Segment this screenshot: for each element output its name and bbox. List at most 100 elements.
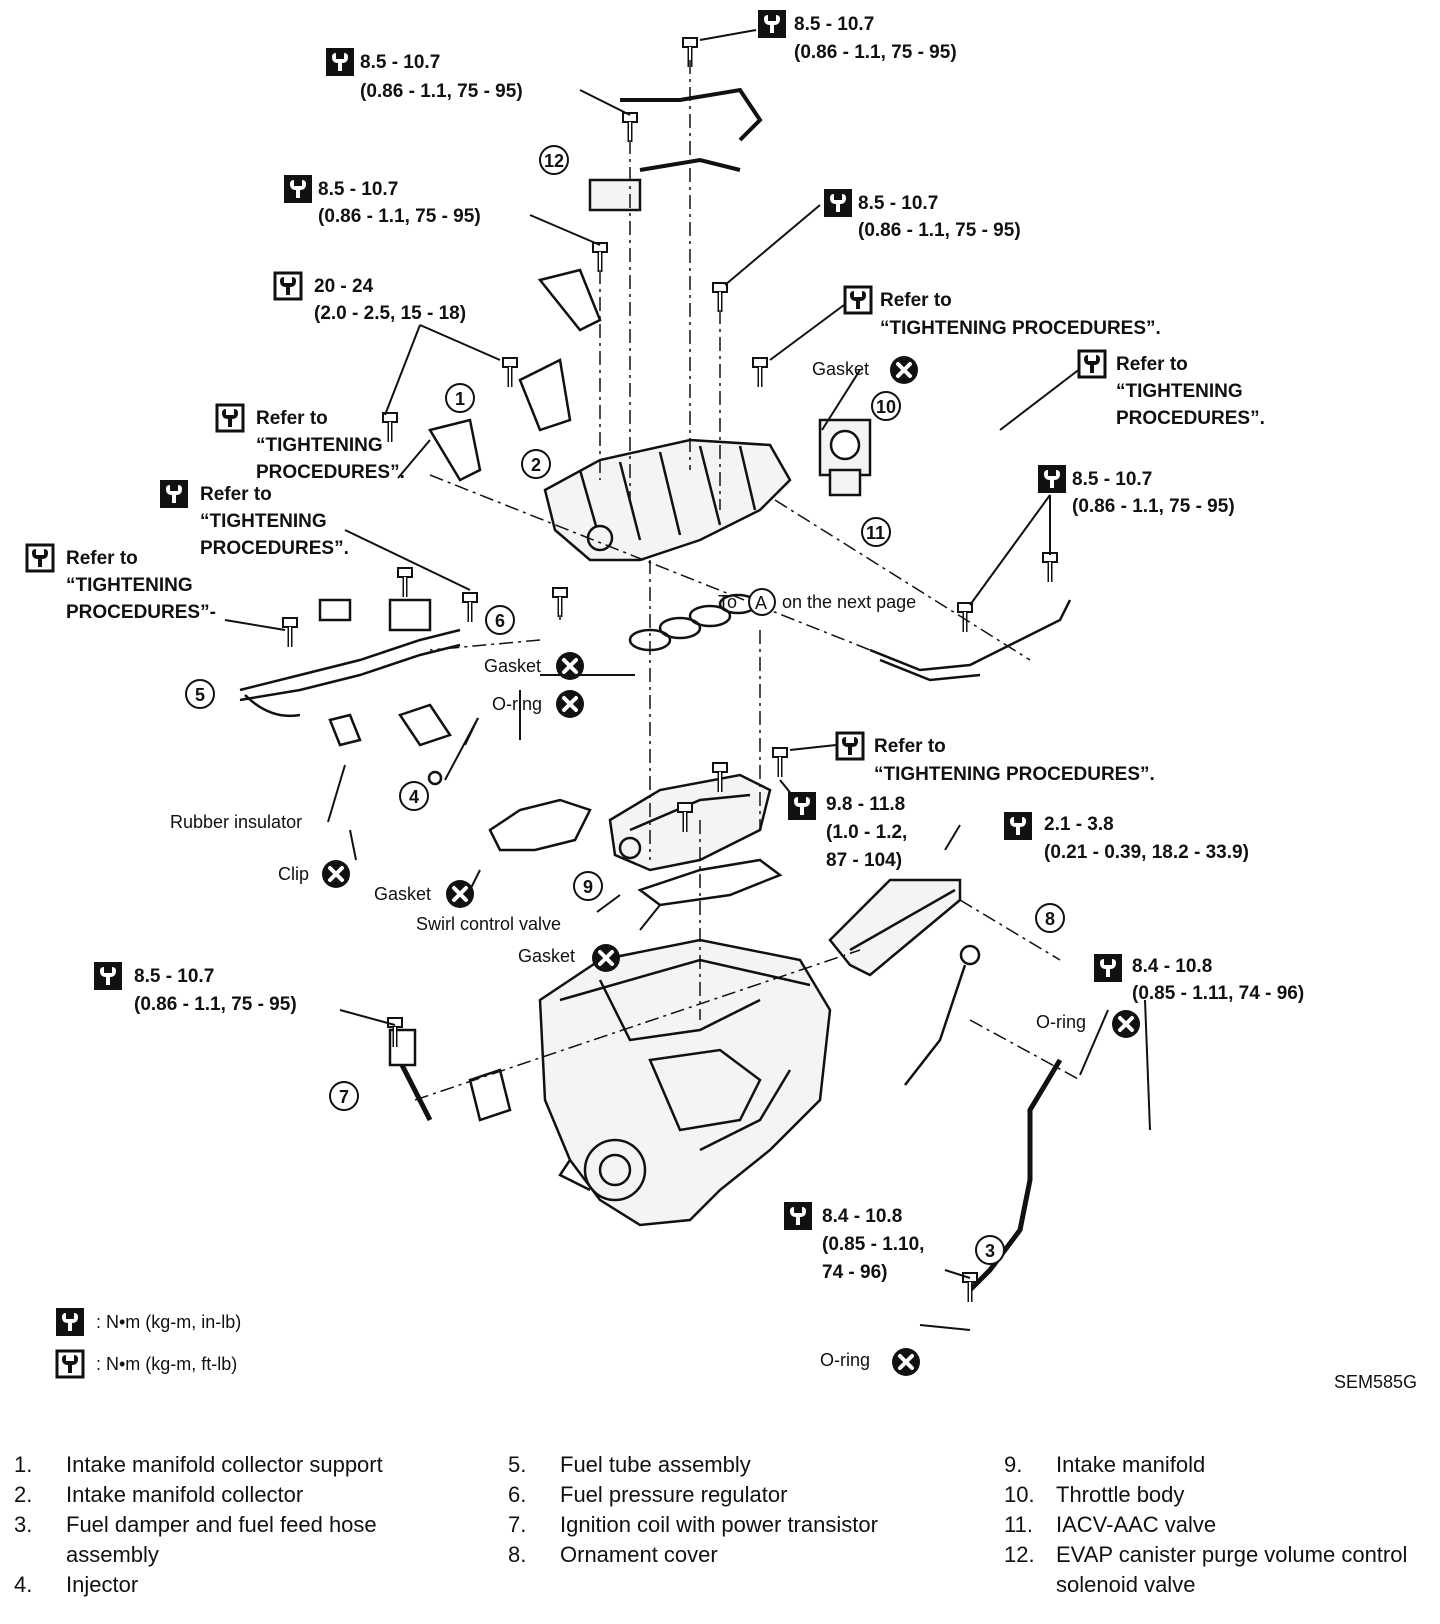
bracket-drawings: [428, 268, 602, 482]
part-name: Fuel damper and fuel feed hose assembly: [66, 1512, 377, 1567]
exploded-diagram: 8.5 - 10.7 (0.86 - 1.1, 75 - 95) 8.5 - 1…: [25, 10, 1417, 1392]
torque-spec-1: 8.5 - 10.7 (0.86 - 1.1, 75 - 95): [758, 10, 957, 63]
label-clip: Clip: [278, 858, 352, 890]
callout-3: 3: [975, 1235, 1005, 1265]
svg-text:(0.86 - 1.1, 75 - 95): (0.86 - 1.1, 75 - 95): [794, 42, 957, 63]
part-name: EVAP canister purge volume control solen…: [1056, 1542, 1408, 1597]
part-number: 2.: [14, 1482, 33, 1507]
part-number: 3.: [14, 1512, 33, 1537]
torque-spec-9: 8.4 - 10.8 (0.85 - 1.11, 74 - 96): [1094, 954, 1304, 1004]
label-o-ring-right: O-ring: [1036, 1008, 1142, 1040]
part-name: Intake manifold collector: [66, 1482, 304, 1507]
torque-spec-7: 9.8 - 11.8 (1.0 - 1.2, 87 - 104): [788, 792, 907, 871]
refer-note-manifold: Refer to “TIGHTENING PROCEDURES”.: [835, 731, 1155, 785]
svg-text:4: 4: [409, 787, 419, 807]
svg-text:9.8 - 11.8: 9.8 - 11.8: [826, 794, 905, 815]
torque-spec-3: 8.5 - 10.7 (0.86 - 1.1, 75 - 95): [284, 175, 481, 227]
svg-text:9: 9: [583, 877, 593, 897]
part-name: Throttle body: [1056, 1482, 1185, 1507]
svg-text:(2.0 - 2.5, 15 - 18): (2.0 - 2.5, 15 - 18): [314, 303, 466, 324]
injector-drawings: [328, 703, 452, 786]
svg-text:on the next page: on the next page: [782, 592, 916, 612]
part-number: 8.: [508, 1542, 527, 1567]
svg-text:10: 10: [876, 397, 896, 417]
part-number: 1.: [14, 1452, 33, 1477]
evap-hose-drawing: [588, 87, 763, 212]
ignition-coil-drawing: [388, 1028, 512, 1122]
svg-text:8.4 - 10.8: 8.4 - 10.8: [1132, 956, 1212, 977]
torque-spec-10: 8.5 - 10.7 (0.86 - 1.1, 75 - 95): [94, 962, 297, 1015]
svg-text:8.5 - 10.7: 8.5 - 10.7: [134, 966, 214, 987]
part-item-11: 11. IACV-AAC valve: [1004, 1510, 1434, 1540]
svg-text:(0.86 - 1.1, 75 - 95): (0.86 - 1.1, 75 - 95): [1072, 496, 1235, 517]
callout-4: 4: [399, 781, 429, 811]
svg-text:PROCEDURES”.: PROCEDURES”.: [200, 538, 349, 559]
svg-text:74 - 96): 74 - 96): [822, 1262, 887, 1283]
svg-text:(0.85 - 1.11, 74 - 96): (0.85 - 1.11, 74 - 96): [1132, 983, 1304, 1004]
svg-text:8.5 - 10.7: 8.5 - 10.7: [794, 14, 874, 35]
label-o-ring-injector: O-ring: [492, 688, 586, 720]
svg-text:12: 12: [544, 151, 564, 171]
part-item-1: 1. Intake manifold collector support: [14, 1450, 484, 1480]
svg-text:Clip: Clip: [278, 864, 309, 884]
part-name: Ornament cover: [560, 1542, 718, 1567]
svg-text:PROCEDURES”.: PROCEDURES”.: [256, 462, 405, 483]
part-number: 9.: [1004, 1452, 1023, 1477]
svg-text:Rubber insulator: Rubber insulator: [170, 812, 302, 832]
intake-manifold-collector-drawing: [543, 438, 792, 562]
svg-text:8.5 - 10.7: 8.5 - 10.7: [360, 52, 440, 73]
part-item-2: 2. Intake manifold collector: [14, 1480, 484, 1510]
svg-text:8.5 - 10.7: 8.5 - 10.7: [1072, 469, 1152, 490]
svg-text:2: 2: [531, 455, 541, 475]
part-number: 5.: [508, 1452, 527, 1477]
svg-text:(0.85 - 1.10,: (0.85 - 1.10,: [822, 1234, 924, 1255]
label-to-next-page: To A on the next page: [718, 588, 916, 616]
svg-text:O-ring: O-ring: [492, 694, 542, 714]
svg-text:(0.86 - 1.1, 75 - 95): (0.86 - 1.1, 75 - 95): [858, 220, 1021, 241]
part-name: Fuel tube assembly: [560, 1452, 751, 1477]
svg-text:PROCEDURES”.: PROCEDURES”.: [1116, 408, 1265, 429]
part-item-7: 7. Ignition coil with power transistor: [508, 1510, 978, 1540]
part-number: 7.: [508, 1512, 527, 1537]
refer-note-support: Refer to “TIGHTENING PROCEDURES”.: [215, 403, 405, 483]
label-rubber-insulator: Rubber insulator: [170, 812, 302, 832]
label-gasket-lower: Gasket: [518, 942, 622, 974]
part-number: 11.: [1004, 1512, 1033, 1537]
torque-spec-5: 20 - 24 (2.0 - 2.5, 15 - 18): [273, 271, 466, 324]
part-number: 12.: [1004, 1542, 1035, 1567]
svg-text:Swirl control valve: Swirl control valve: [416, 914, 561, 934]
svg-text:5: 5: [195, 685, 205, 705]
label-swirl-control-valve: Swirl control valve: [416, 914, 561, 934]
fuel-tube-assembly-drawing: [239, 598, 461, 718]
part-name: IACV-AAC valve: [1056, 1512, 1217, 1537]
figure-code: SEM585G: [1334, 1372, 1417, 1392]
svg-text:20 - 24: 20 - 24: [314, 276, 374, 297]
svg-text:7: 7: [339, 1087, 349, 1107]
svg-text:8.4 - 10.8: 8.4 - 10.8: [822, 1206, 902, 1227]
svg-text:1: 1: [455, 389, 465, 409]
intake-manifold-drawing: [608, 773, 772, 872]
part-name: Intake manifold: [1056, 1452, 1206, 1477]
callout-9: 9: [573, 871, 603, 901]
svg-text:11: 11: [866, 523, 885, 543]
part-name: Fuel pressure regulator: [560, 1482, 788, 1507]
callout-11: 11: [861, 517, 891, 547]
fuel-hose-drawing: [968, 1058, 1063, 1292]
svg-text:3: 3: [985, 1241, 995, 1261]
ornament-cover-drawing: [828, 878, 962, 977]
svg-text:8.5 - 10.7: 8.5 - 10.7: [858, 193, 938, 214]
units-legend-in-lb: : N•m (kg-m, in-lb): [56, 1308, 241, 1336]
part-name: Ignition coil with power transistor: [560, 1512, 878, 1537]
label-gasket-throttle: Gasket: [812, 354, 920, 386]
part-item-8: 8. Ornament cover: [508, 1540, 978, 1570]
svg-text:“TIGHTENING: “TIGHTENING: [1116, 381, 1243, 402]
svg-text:Refer to: Refer to: [66, 548, 138, 569]
svg-text:: N•m (kg-m, in-lb): : N•m (kg-m, in-lb): [96, 1312, 241, 1332]
label-o-ring-bottom: O-ring: [820, 1346, 922, 1378]
svg-text:Refer to: Refer to: [256, 408, 328, 429]
svg-text:Gasket: Gasket: [812, 359, 869, 379]
engine-block-drawing: [538, 938, 832, 1227]
svg-text:“TIGHTENING: “TIGHTENING: [200, 511, 327, 532]
parts-column-1: 1. Intake manifold collector support 2. …: [14, 1450, 484, 1600]
torque-spec-11: 8.4 - 10.8 (0.85 - 1.10, 74 - 96): [784, 1202, 924, 1283]
